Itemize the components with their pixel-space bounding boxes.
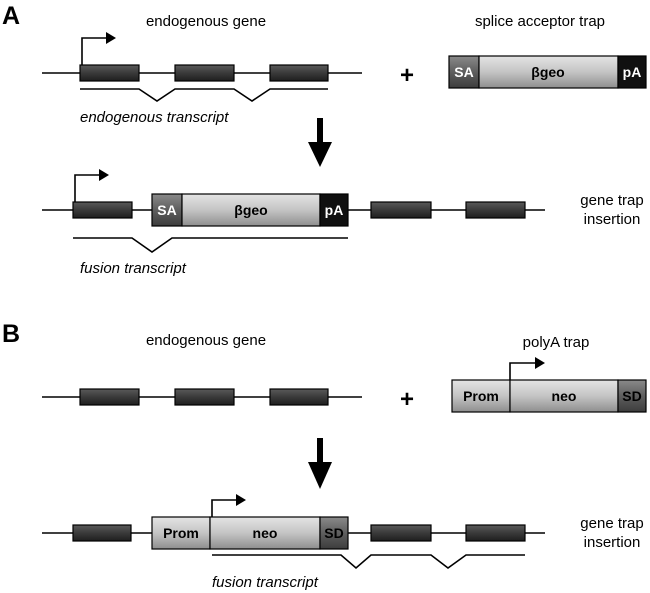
insertion-label-line1: gene trap (580, 515, 643, 532)
insertion-label-line2: insertion (584, 211, 641, 228)
panel-b: B endogenous gene polyA trap + Prom neo … (2, 320, 647, 591)
prom-segment (151, 516, 211, 550)
sa-label: SA (454, 64, 473, 80)
splice-acceptor-trap-cassette: SA βgeo pA (448, 55, 647, 89)
pa-segment (319, 193, 349, 227)
insertion-label-line1: gene trap (580, 192, 643, 209)
plus-sign: + (400, 386, 414, 413)
transcription-start-arrow-icon (509, 362, 537, 380)
exon (72, 201, 133, 219)
down-arrow-icon (308, 438, 332, 489)
panel-b-letter: B (2, 320, 20, 348)
transcription-start-arrow-head (106, 32, 116, 44)
insertion-label-line2: insertion (584, 534, 641, 551)
panel-b-insertion: Prom neo SD (42, 494, 545, 570)
polya-trap-cassette: Prom neo SD (451, 357, 647, 413)
exon (465, 201, 526, 219)
exon (79, 388, 140, 406)
transcription-start-arrow-head (236, 494, 246, 506)
neo-label: neo (552, 388, 577, 404)
pa-label: pA (623, 64, 642, 80)
endogenous-transcript-label: endogenous transcript (80, 109, 229, 126)
neo-segment (209, 516, 321, 550)
transcription-start-arrow-icon (74, 174, 101, 202)
panel-a-letter: A (2, 2, 20, 30)
panel-a-endogenous-gene-label: endogenous gene (146, 13, 266, 30)
exon (370, 524, 432, 542)
exon (370, 201, 432, 219)
transcription-start-arrow-head (535, 357, 545, 369)
neo-label: neo (253, 525, 278, 541)
sd-segment (319, 516, 349, 550)
exon (174, 388, 235, 406)
panel-a-insertion: SA βgeo pA (42, 169, 545, 253)
panel-a-trap-label: splice acceptor trap (475, 13, 605, 30)
neo-segment (509, 379, 619, 413)
prom-label: Prom (163, 525, 199, 541)
sd-label: SD (324, 525, 343, 541)
fusion-transcript-label: fusion transcript (212, 574, 319, 591)
sd-segment (617, 379, 647, 413)
prom-label: Prom (463, 388, 499, 404)
transcription-start-arrow-head (99, 169, 109, 181)
sd-label: SD (622, 388, 641, 404)
exon (269, 388, 329, 406)
exon (269, 64, 329, 82)
panel-b-trap-label: polyA trap (523, 334, 590, 351)
bgeo-label: βgeo (531, 64, 564, 80)
endogenous-transcript-line (80, 88, 328, 102)
panel-b-endogenous-gene (42, 388, 362, 406)
plus-sign: + (400, 62, 414, 89)
pa-label: pA (325, 202, 344, 218)
bgeo-label: βgeo (234, 202, 267, 218)
fusion-transcript-line (73, 237, 348, 253)
exon (174, 64, 235, 82)
pa-segment (617, 55, 647, 89)
bgeo-segment (478, 55, 619, 89)
fusion-transcript-label: fusion transcript (80, 260, 187, 277)
exon (72, 524, 132, 542)
panel-a: A endogenous gene splice acceptor trap e… (2, 2, 647, 277)
exon (465, 524, 526, 542)
transcription-start-arrow-icon (81, 37, 108, 65)
exon (79, 64, 140, 82)
sa-segment (151, 193, 183, 227)
transcription-start-arrow-icon (211, 499, 238, 517)
down-arrow-icon (308, 118, 332, 167)
fusion-transcript-line (212, 554, 525, 570)
panel-b-endogenous-gene-label: endogenous gene (146, 332, 266, 349)
sa-label: SA (157, 202, 176, 218)
panel-a-endogenous-gene (42, 32, 362, 102)
